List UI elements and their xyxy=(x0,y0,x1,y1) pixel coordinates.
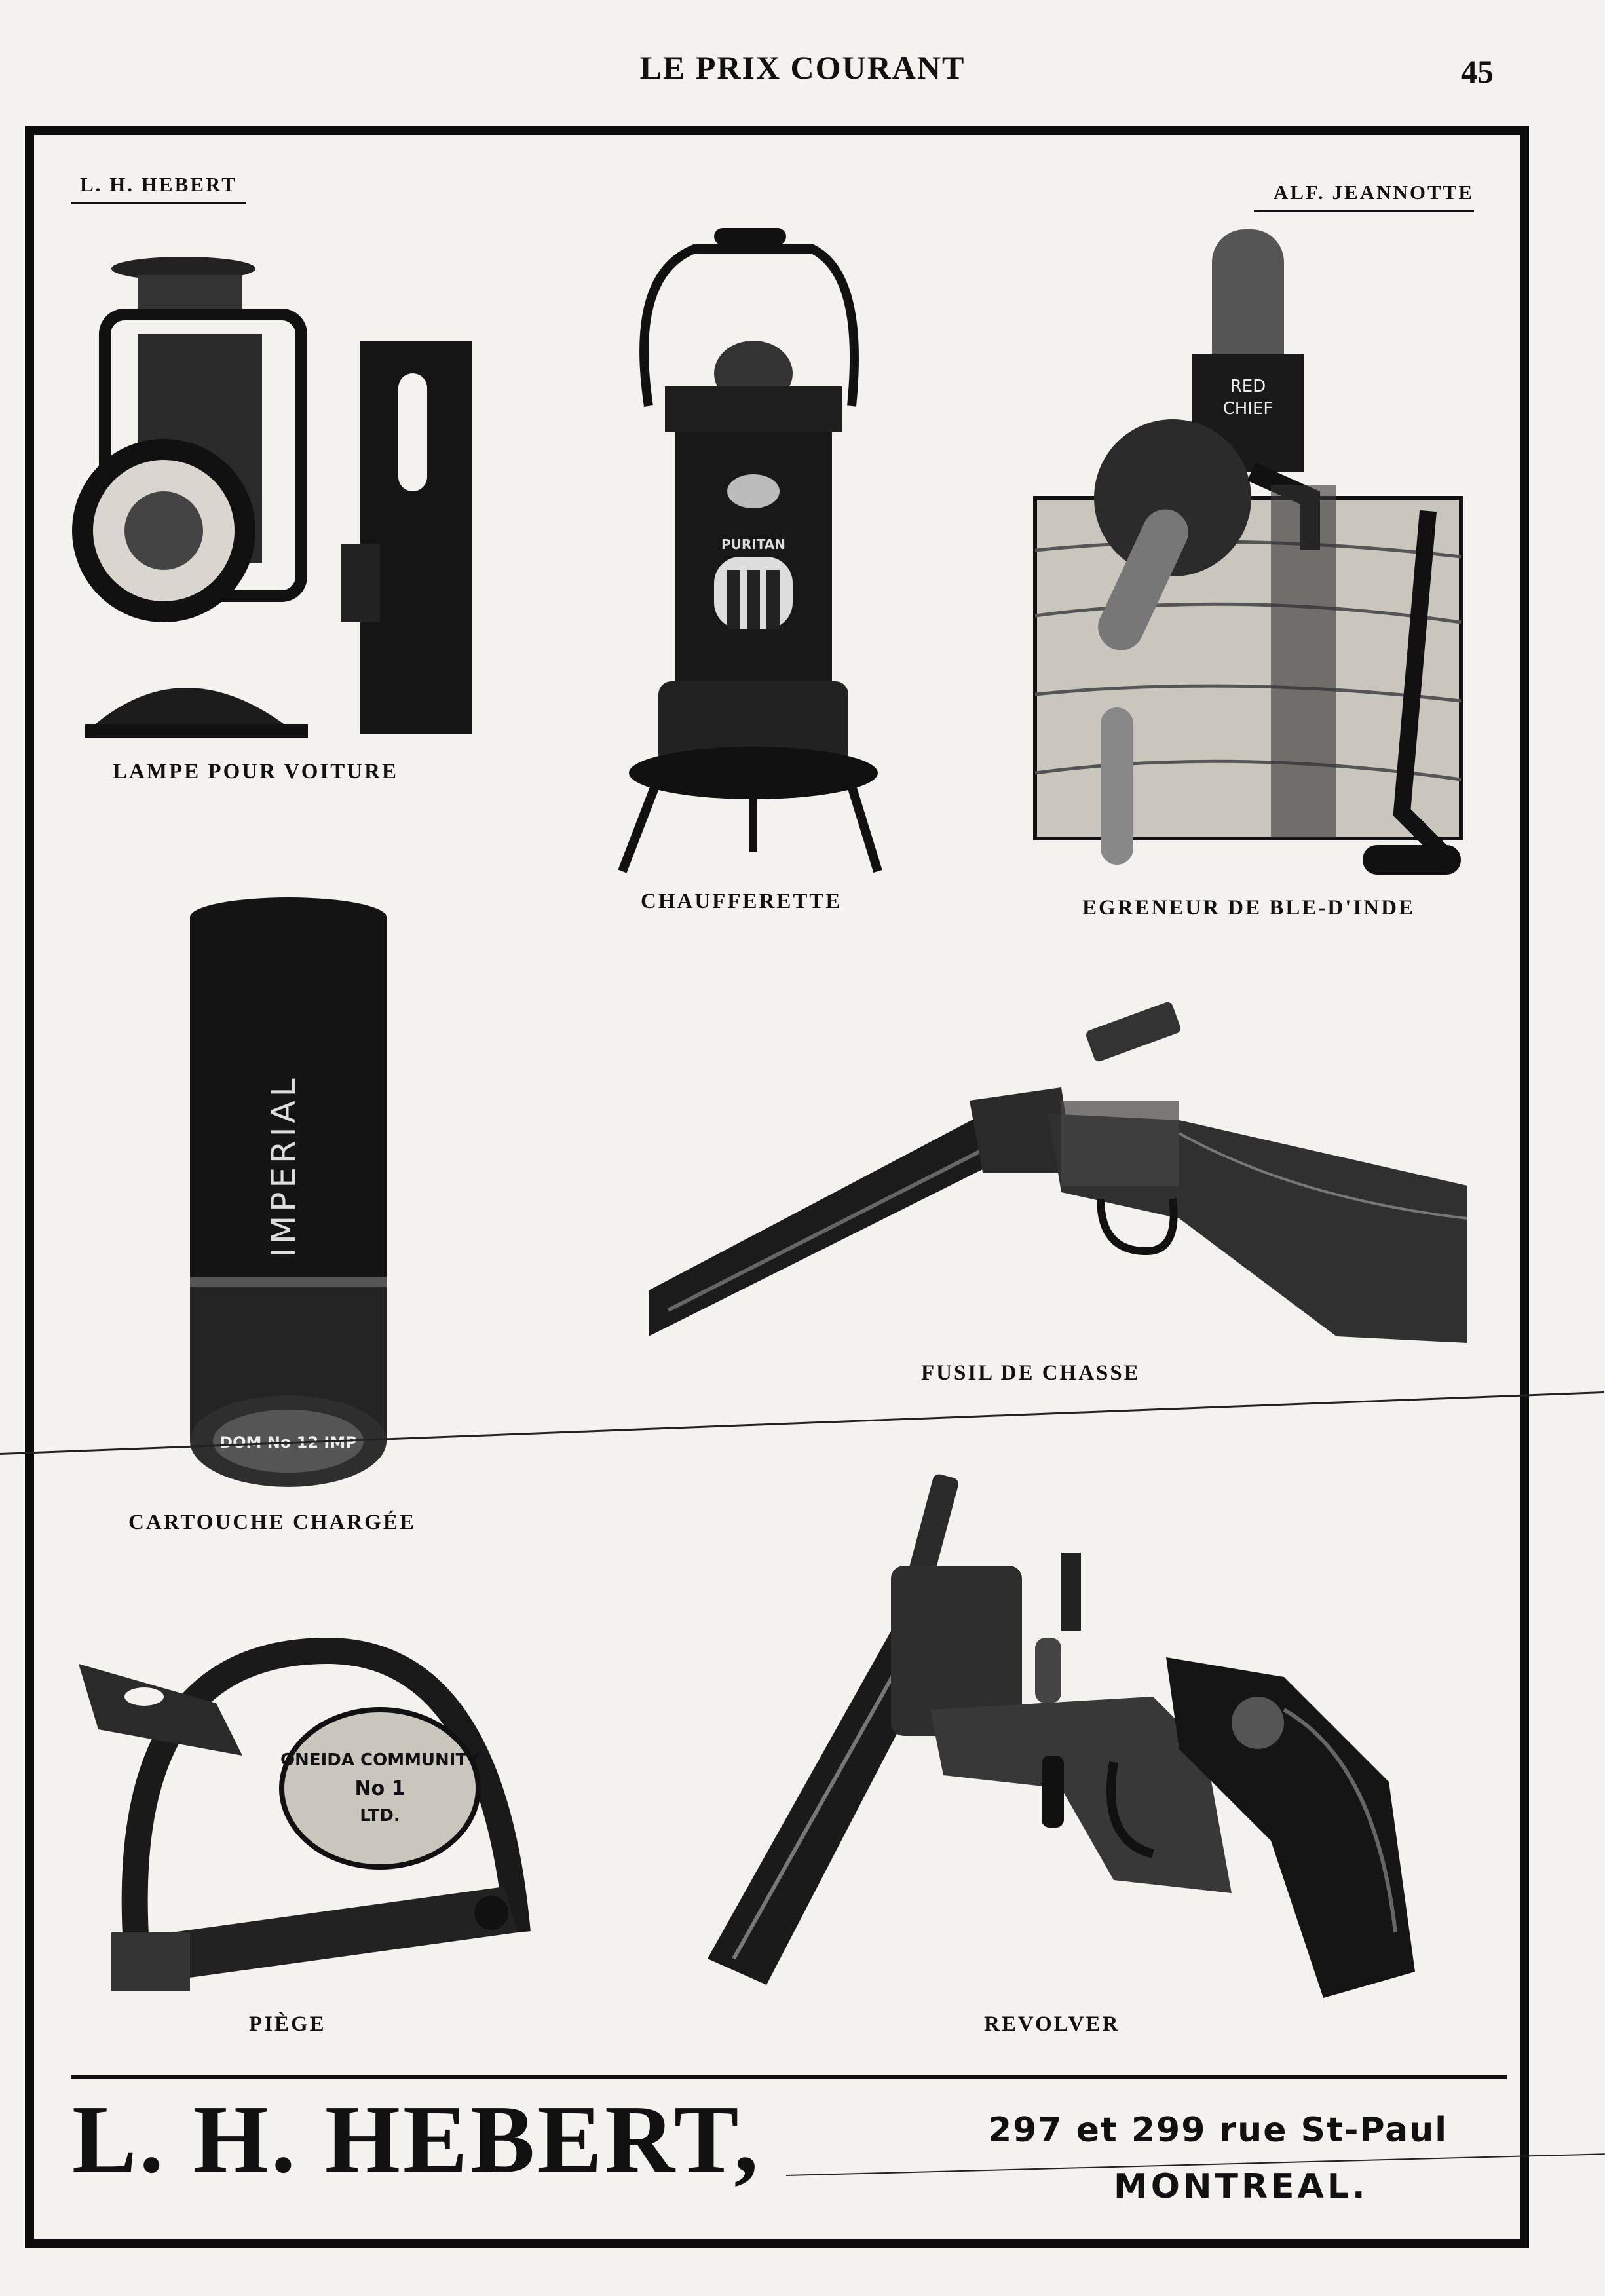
corn-sheller-illustration: RED CHIEF xyxy=(1033,229,1463,875)
cartridge-illustration: IMPERIAL DOM No 12 IMP xyxy=(190,897,387,1487)
page-number: 45 xyxy=(1461,53,1494,90)
shotgun-illustration xyxy=(649,1002,1468,1343)
trap-plate-line2: No 1 xyxy=(354,1777,405,1800)
footer-address-line2: MONTREAL. xyxy=(1114,2167,1369,2206)
heater-caption: CHAUFFERETTE xyxy=(641,890,842,913)
sheller-caption: EGRENEUR DE BLE-D'INDE xyxy=(1082,896,1415,920)
revolver-illustration xyxy=(708,1474,1415,1998)
sheller-label-line2: CHIEF xyxy=(1223,399,1274,419)
advertisement-frame xyxy=(25,126,1529,2248)
footer-address-line1: 297 et 299 rue St-Paul xyxy=(988,2111,1448,2150)
carriage-lamp-illustration xyxy=(72,257,472,738)
byline-left: L. H. HEBERT xyxy=(71,173,246,204)
cartridge-caption: CARTOUCHE CHARGÉE xyxy=(128,1511,416,1534)
trap-plate-line1: ONEIDA COMMUNITY xyxy=(280,1750,480,1770)
sheller-label-line1: RED xyxy=(1230,377,1266,396)
shotgun-caption: FUSIL DE CHASSE xyxy=(921,1361,1141,1385)
footer-rule xyxy=(71,2075,1507,2079)
footer-merchant-name: L. H. HEBERT, xyxy=(72,2086,761,2193)
byline-right: ALF. JEANNOTTE xyxy=(1253,181,1474,212)
page-header-title: LE PRIX COURANT xyxy=(639,49,966,86)
cartridge-brand-text: IMPERIAL xyxy=(265,1074,303,1257)
trap-plate-line3: LTD. xyxy=(360,1806,400,1826)
revolver-caption: REVOLVER xyxy=(984,2012,1120,2036)
trap-illustration: ONEIDA COMMUNITY No 1 LTD. xyxy=(79,1637,531,1991)
trap-caption: PIÈGE xyxy=(249,2012,326,2036)
heater-badge-text: PURITAN xyxy=(721,536,785,552)
lamp-caption: LAMPE POUR VOITURE xyxy=(113,760,398,783)
heater-illustration: PURITAN xyxy=(618,228,882,873)
